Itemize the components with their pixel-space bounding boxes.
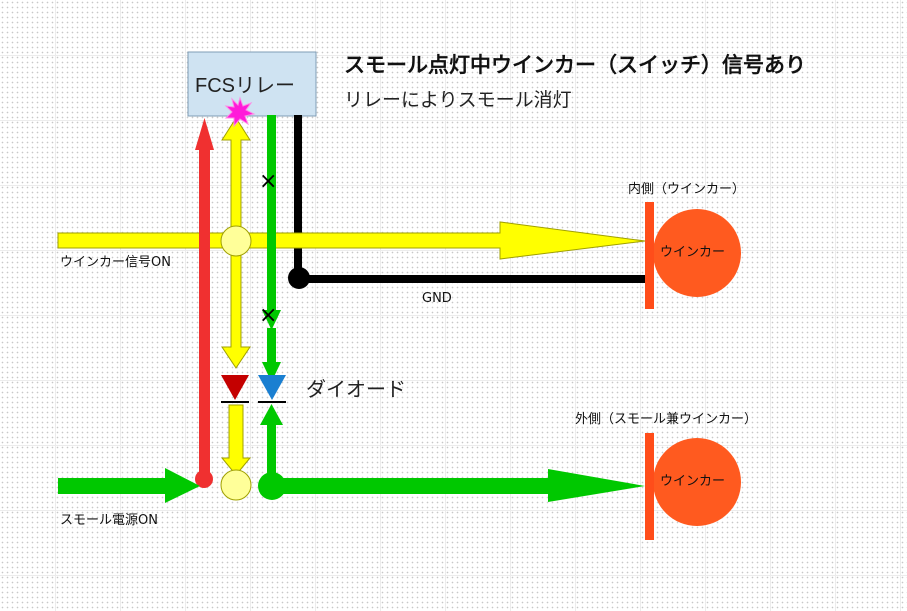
diode-red-triangle (221, 375, 249, 400)
green-vertical-upper (267, 115, 276, 313)
spark-icon (224, 96, 256, 128)
relay-box (187, 51, 317, 117)
diode-blue-bar (258, 401, 286, 403)
outer-lamp-text: ウインカー (660, 474, 725, 489)
cross-mark-lower: × (259, 303, 277, 328)
inner-lamp-text: ウインカー (660, 245, 725, 260)
yellow-vertical-line (220, 117, 252, 501)
small-power-input-arrow (58, 468, 200, 503)
small-power-output-arrow (276, 469, 645, 502)
gnd-wire-horizontal (298, 275, 648, 283)
gnd-label: GND (422, 291, 452, 306)
inner-lamp-label: 内側（ウインカー） (628, 181, 745, 197)
green-up-vertical (267, 425, 276, 485)
relay-label: FCSリレー (195, 75, 295, 97)
green-up-arrowhead (260, 404, 283, 425)
outer-lamp-label: 外側（スモール兼ウインカー） (575, 412, 757, 427)
gnd-wire: GND (288, 115, 648, 306)
winker-signal-arrow: ウインカー信号ON (57, 221, 646, 270)
green-down-arrowhead-2 (262, 362, 281, 382)
outer-lamp: 外側（スモール兼ウインカー） ウインカー (575, 412, 757, 540)
green-relay-line: × × (259, 115, 281, 382)
yellow-lower-arrow (220, 404, 252, 476)
green-vertical-lower (267, 328, 276, 366)
outer-lamp-bar (645, 433, 654, 540)
red-small-power-line (195, 118, 214, 488)
diode-blue (258, 375, 286, 403)
diode-red (221, 375, 249, 403)
diode-blue-triangle (258, 375, 286, 400)
cross-mark-upper: × (259, 169, 277, 194)
yellow-junction-top (220, 225, 252, 257)
inner-lamp-bulb (653, 209, 741, 297)
diode-red-bar (221, 401, 249, 403)
gnd-junction (288, 267, 310, 289)
inner-lamp: 内側（ウインカー） ウインカー (628, 181, 745, 309)
winker-signal-arrow-shape (57, 221, 646, 260)
fcs-relay: FCSリレー (187, 51, 317, 117)
red-vertical (199, 148, 210, 478)
diagram-subtitle: リレーによりスモール消灯 (344, 89, 572, 111)
green-junction (258, 472, 286, 500)
green-down-arrowhead (262, 310, 281, 330)
red-up-arrowhead (195, 118, 214, 150)
small-power-arrow: スモール電源ON (58, 468, 645, 528)
green-up-line (260, 404, 283, 485)
yellow-junction-bottom (220, 469, 252, 501)
outer-lamp-bulb (653, 438, 741, 526)
inner-lamp-bar (645, 202, 654, 309)
red-junction (195, 470, 213, 488)
diode-label: ダイオード (306, 377, 406, 401)
diagram-title: スモール点灯中ウインカー（スイッチ）信号あり (344, 53, 806, 77)
gnd-wire-vertical (294, 115, 302, 280)
small-power-label: スモール電源ON (60, 513, 158, 528)
winker-signal-label: ウインカー信号ON (60, 255, 171, 270)
